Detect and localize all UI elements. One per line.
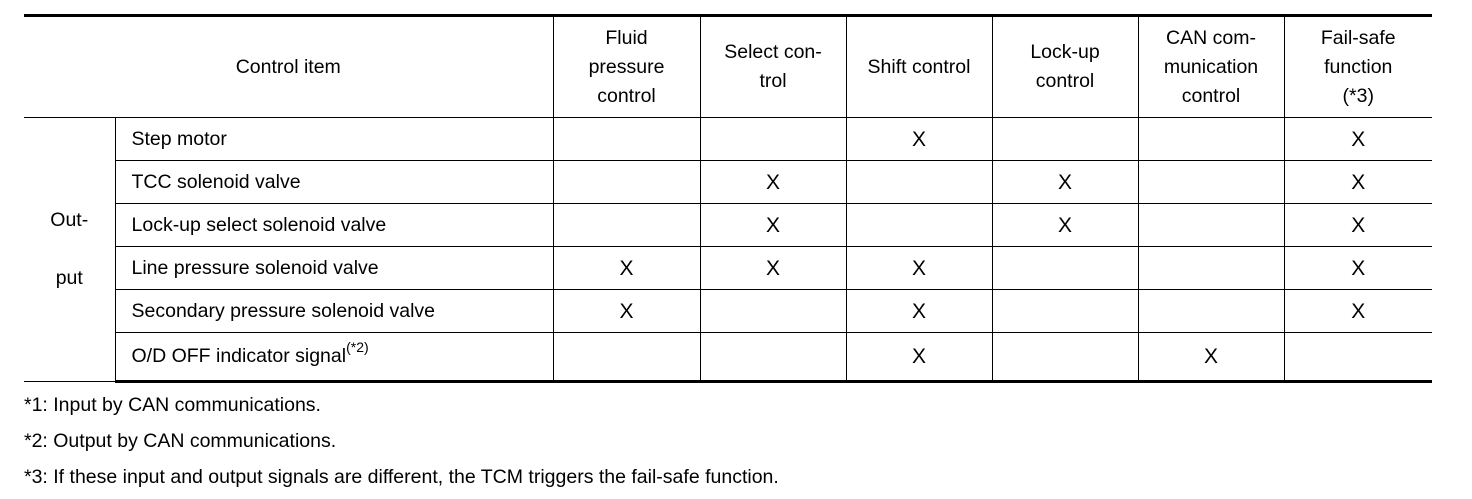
mark-cell [552,332,701,383]
mark-cell: X [991,160,1139,204]
mark-cell: X [1283,203,1432,247]
table-row: Line pressure solenoid valve X X X X [24,246,1432,290]
mark-cell: X [1283,117,1432,161]
header-select-control: Select con- trol [699,15,847,118]
signal-name-text: O/D OFF indicator signal [131,345,347,367]
mark-cell: X [845,289,993,333]
mark-cell [991,289,1139,333]
mark-cell [552,203,701,247]
mark-cell [991,332,1139,383]
mark-cell [699,117,847,161]
mark-cell [1137,160,1285,204]
mark-cell: X [845,117,993,161]
mark-cell: X [552,289,701,333]
mark-cell [552,160,701,204]
table-row: TCC solenoid valve X X X [24,160,1432,204]
mark-cell: X [699,203,847,247]
header-fluid-pressure-control: Fluid pressure control [552,15,701,118]
footnote-3: *3: If these input and output signals ar… [24,466,779,488]
control-table: Control item Fluid pressure control Sele… [24,14,1432,383]
mark-cell [991,246,1139,290]
footnotes: *1: Input by CAN communications. *2: Out… [24,391,1432,499]
mark-cell: X [552,246,701,290]
mark-cell: X [1137,332,1285,383]
mark-cell: X [699,160,847,204]
signal-name: Secondary pressure solenoid valve [115,289,554,333]
mark-cell [845,160,993,204]
mark-cell: X [991,203,1139,247]
mark-cell [1137,117,1285,161]
signal-name: Lock-up select solenoid valve [115,203,554,247]
signal-name: Line pressure solenoid valve [115,246,554,290]
table-row: Lock-up select solenoid valve X X X [24,203,1432,247]
header-lock-up-control: Lock-up control [991,15,1139,118]
mark-cell [845,203,993,247]
header-can-communication-control: CAN com- munication control [1137,15,1285,118]
mark-cell [699,289,847,333]
mark-cell: X [1283,160,1432,204]
signal-name: O/D OFF indicator signal(*2) [115,332,554,383]
mark-cell [699,332,847,383]
header-fail-safe-function: Fail-safe function (*3) [1283,15,1432,118]
mark-cell: X [699,246,847,290]
mark-cell: X [1283,246,1432,290]
mark-cell [991,117,1139,161]
signal-name: Step motor [114,117,554,161]
mark-cell: X [845,332,993,383]
header-control-item: Control item [24,15,554,118]
mark-cell [1137,203,1285,247]
mark-cell: X [845,246,993,290]
mark-cell [1137,289,1285,333]
mark-cell [1137,246,1285,290]
signal-name: TCC solenoid valve [115,160,554,204]
table-row: Secondary pressure solenoid valve X X X [24,289,1432,333]
header-row: Control item Fluid pressure control Sele… [24,15,1432,118]
mark-cell: X [1283,289,1432,333]
table-row: Out-put Step motor X X [24,117,1432,382]
footnote-1: *1: Input by CAN communications. [24,394,321,416]
mark-cell [552,117,701,161]
footnote-ref: (*2) [346,339,369,355]
control-table-document: Control item Fluid pressure control Sele… [24,14,1432,499]
output-group-label: Out-put [24,117,116,382]
table-row: O/D OFF indicator signal(*2) X X [24,332,1432,383]
footnote-2: *2: Output by CAN communications. [24,430,337,452]
mark-cell [1283,332,1432,383]
header-shift-control: Shift control [845,15,993,118]
